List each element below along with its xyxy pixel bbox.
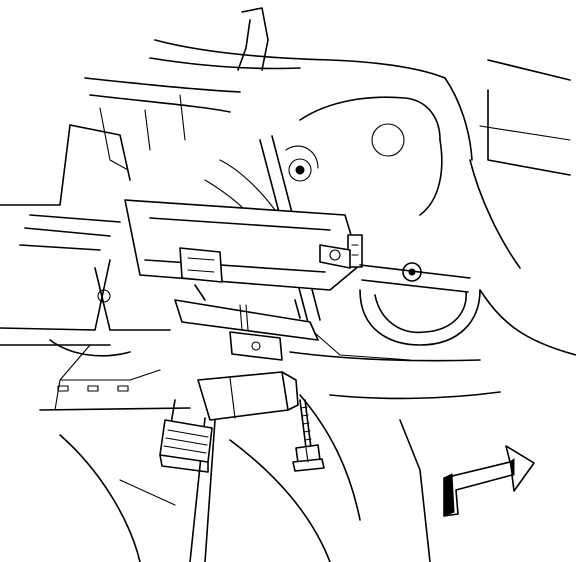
bolt-icon: [293, 400, 324, 471]
brake-pedal-assembly: [160, 372, 298, 562]
direction-arrow-icon: [444, 446, 534, 516]
support-bracket: [125, 200, 470, 292]
left-kick-panel: [0, 125, 190, 410]
floor-pan: [60, 395, 430, 562]
center-plate: [175, 285, 318, 360]
firewall-panel: [85, 8, 570, 268]
brake-pedal-icon: [160, 420, 212, 472]
